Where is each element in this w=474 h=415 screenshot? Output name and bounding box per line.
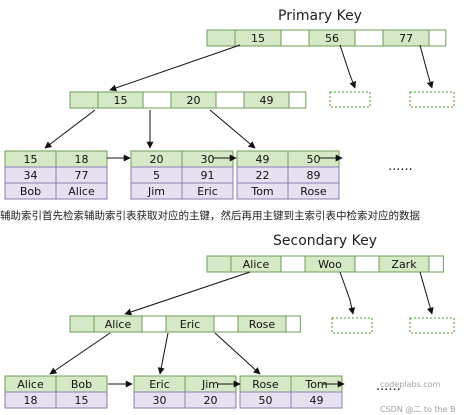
dashed-node-placeholder — [409, 317, 455, 334]
primary-internal-node: 15 20 49 — [69, 91, 307, 109]
pointer-slot — [285, 315, 301, 333]
key-label: 15 — [114, 94, 128, 107]
pointer-slot — [428, 29, 447, 47]
key-label: 15 — [251, 32, 265, 45]
leaf-key-label: 50 — [307, 153, 321, 166]
key-label: Rose — [249, 318, 276, 331]
arrow — [124, 271, 251, 316]
pointer-slot — [280, 29, 310, 47]
pointer-slot — [142, 91, 172, 109]
leaf-value-label: Jim — [147, 185, 165, 198]
leaf-value-label: Alice — [68, 185, 95, 198]
secondary-root-node: Alice Woo Zark — [206, 255, 444, 273]
key-label: Alice — [243, 258, 270, 271]
leaf-value-label: 49 — [310, 394, 324, 407]
secondary-pointer-arrows — [49, 271, 434, 388]
leaf-value-label: 18 — [24, 394, 38, 407]
leaf-key-label: 20 — [150, 153, 164, 166]
key-label: 56 — [325, 32, 339, 45]
leaf-value-cell — [55, 391, 108, 409]
primary-key-title: Primary Key — [278, 8, 362, 24]
arrow — [339, 271, 356, 315]
key-label: Woo — [318, 258, 342, 271]
arrow — [339, 44, 357, 89]
leaf-value-label: Bob — [20, 185, 41, 198]
pointer-slot — [354, 29, 384, 47]
leaf-value-label: Eric — [197, 185, 218, 198]
secondary-ellipsis: ...... — [376, 379, 401, 394]
pointer-slot — [69, 315, 95, 333]
watermark-author: CSDN @二 to the B — [380, 405, 456, 414]
leaf-value-cell — [181, 182, 234, 200]
pointer-slot — [215, 91, 245, 109]
primary-root-node: 15 56 77 — [206, 29, 447, 47]
leaf-value-label: 30 — [153, 394, 167, 407]
arrow — [44, 109, 96, 149]
arrow — [419, 271, 434, 315]
pointer-slot — [280, 255, 306, 273]
leaf-value-label: 91 — [201, 169, 215, 182]
arrow — [214, 332, 261, 375]
pointer-slot — [428, 255, 444, 273]
pointer-slot — [69, 91, 99, 109]
key-label: 49 — [260, 94, 274, 107]
pointer-slot — [213, 315, 239, 333]
pointer-slot — [206, 255, 232, 273]
pointer-slot — [206, 29, 236, 47]
explanation-caption: 辅助索引首先检索辅助索引表获取对应的主键，然后再用主键到主索引表中检索对应的数据 — [0, 210, 420, 222]
leaf-key-label: 49 — [256, 153, 270, 166]
leaf-value-label: Tom — [250, 185, 273, 198]
leaf-key-label: Eric — [149, 378, 170, 391]
pointer-slot — [354, 255, 380, 273]
arrow — [109, 44, 241, 92]
arrow — [209, 109, 256, 149]
leaf-key-label: Tom — [304, 378, 327, 391]
secondary-key-title: Secondary Key — [273, 233, 377, 249]
leaf-key-label: 18 — [75, 153, 89, 166]
secondary-internal-node: Alice Eric Rose — [69, 315, 301, 333]
leaf-key-label: Rose — [252, 378, 279, 391]
pointer-slot — [141, 315, 167, 333]
leaf-value-cell — [184, 391, 237, 409]
leaf-key-label: 30 — [201, 153, 215, 166]
leaf-value-label: 22 — [256, 169, 270, 182]
secondary-dashed-placeholders — [331, 317, 455, 334]
primary-pointer-arrows — [44, 44, 434, 162]
leaf-key-label: Bob — [71, 378, 92, 391]
key-label: Eric — [180, 318, 201, 331]
leaf-value-label: 20 — [204, 394, 218, 407]
arrow — [157, 332, 169, 375]
leaf-key-label: 15 — [24, 153, 38, 166]
leaf-value-cell — [55, 182, 108, 200]
dashed-node-placeholder — [331, 317, 373, 334]
leaf-value-label: 34 — [24, 169, 38, 182]
leaf-value-label: 15 — [75, 394, 89, 407]
primary-ellipsis: ...... — [388, 159, 413, 174]
key-label: 77 — [399, 32, 413, 45]
leaf-value-cell — [290, 391, 343, 409]
leaf-value-cell — [287, 182, 340, 200]
leaf-value-label: 50 — [259, 394, 273, 407]
primary-dashed-placeholders — [329, 91, 455, 108]
dashed-node-placeholder — [409, 91, 455, 108]
dashed-node-placeholder — [329, 91, 371, 108]
leaf-value-label: 5 — [153, 169, 160, 182]
key-label: Zark — [391, 258, 417, 271]
leaf-value-label: Rose — [300, 185, 327, 198]
arrow — [49, 332, 111, 375]
key-label: 20 — [187, 94, 201, 107]
pointer-slot — [288, 91, 307, 109]
watermark-site: codeplabs.com — [380, 380, 441, 389]
key-label: Alice — [105, 318, 132, 331]
arrow — [419, 44, 434, 89]
secondary-leaf-nodes: Alice Bob 18 15 Eric Jim 30 20 Rose Tom 50 49 — [4, 375, 343, 409]
leaf-key-label: Jim — [201, 378, 219, 391]
leaf-value-label: 89 — [307, 169, 321, 182]
leaf-key-label: Alice — [17, 378, 44, 391]
leaf-value-label: 77 — [75, 169, 89, 182]
